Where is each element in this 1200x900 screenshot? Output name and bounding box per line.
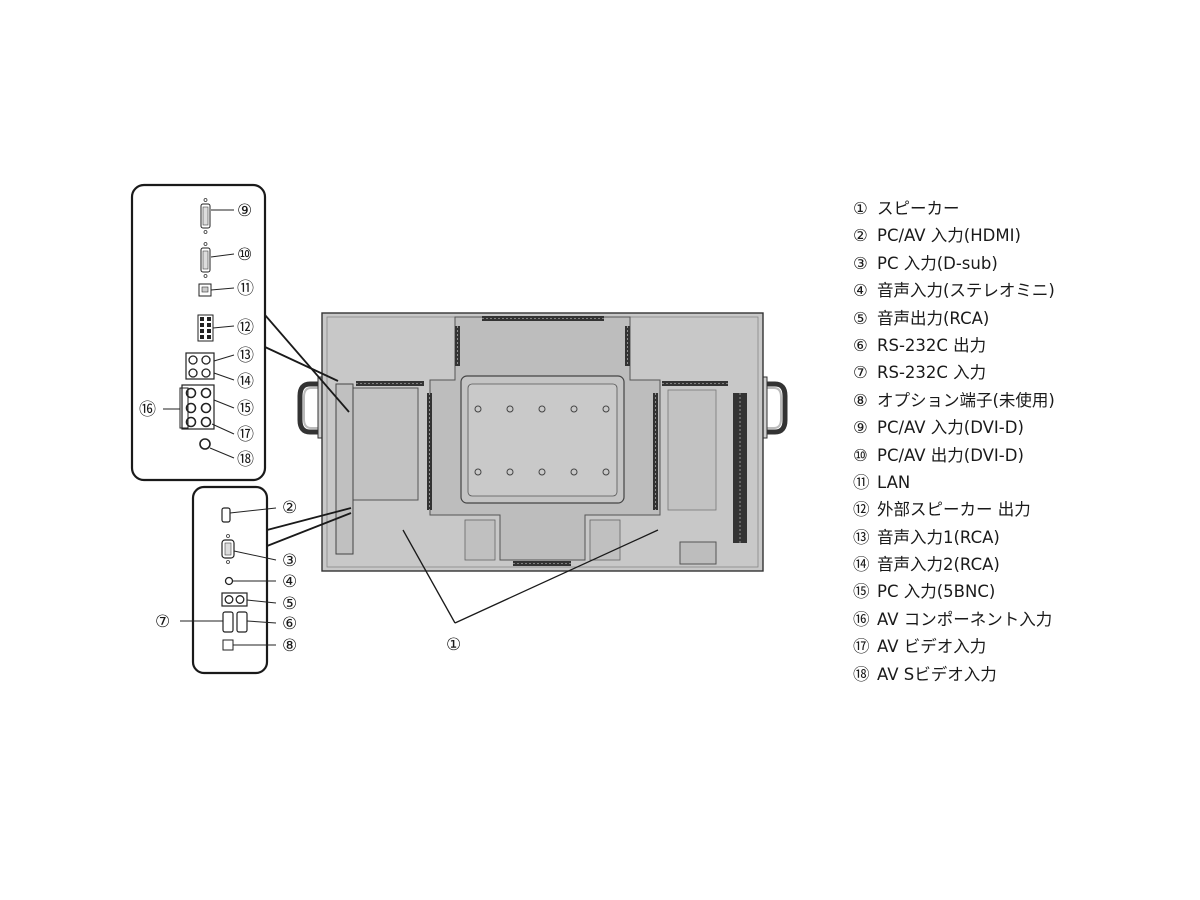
legend-label: AV コンポーネント入力 — [877, 609, 1053, 629]
marker-13: ⑬ — [237, 346, 254, 366]
legend-marker: ⑮ — [853, 582, 870, 602]
legend-label: RS-232C 入力 — [877, 363, 987, 383]
legend-marker: ④ — [853, 281, 868, 301]
marker-15: ⑮ — [237, 399, 254, 419]
legend-item: ④ 音声入力(ステレオミニ) — [853, 277, 1055, 304]
legend-marker: ⑭ — [853, 555, 870, 575]
lower-terminal-callout — [180, 485, 352, 675]
legend-item: ⑬ 音声入力1(RCA) — [853, 524, 1055, 551]
legend-marker: ⑰ — [853, 637, 870, 657]
legend-label: スピーカー — [877, 199, 960, 218]
legend-item: ⑪ LAN — [853, 469, 1055, 496]
legend-item: ① スピーカー — [853, 195, 1055, 222]
legend-label: PC 入力(5BNC) — [877, 582, 996, 602]
legend-marker: ② — [853, 226, 868, 246]
callout-numbers: ⑨ ⑩ ⑪ ⑫ ⑬ ⑭ ⑮ ⑯ ⑰ ⑱ ② ③ ④ ⑤ ⑥ ⑦ ⑧ ① — [139, 201, 461, 656]
legend-item: ⑩ PC/AV 出力(DVI-D) — [853, 442, 1055, 469]
marker-11: ⑪ — [237, 279, 254, 299]
legend-label: AV ビデオ入力 — [877, 637, 987, 657]
legend-label: PC/AV 入力(DVI-D) — [877, 418, 1024, 438]
marker-2: ② — [282, 498, 297, 518]
legend-label: オプション端子(未使用) — [877, 390, 1055, 410]
legend-label: AV Sビデオ入力 — [877, 664, 997, 684]
legend-item: ⑤ 音声出力(RCA) — [853, 305, 1055, 332]
marker-12: ⑫ — [237, 318, 254, 338]
legend-label: PC/AV 出力(DVI-D) — [877, 445, 1024, 465]
legend-label: LAN — [877, 472, 911, 492]
vesa-mount-holes — [474, 405, 610, 476]
marker-3: ③ — [282, 551, 297, 571]
legend-item: ⑧ オプション端子(未使用) — [853, 387, 1055, 414]
legend-label: PC/AV 入力(HDMI) — [877, 226, 1021, 246]
marker-17: ⑰ — [237, 425, 254, 445]
legend-item: ⑦ RS-232C 入力 — [853, 359, 1055, 386]
legend-item: ⑥ RS-232C 出力 — [853, 332, 1055, 359]
legend-item: ⑱ AV Sビデオ入力 — [853, 661, 1055, 688]
legend-marker: ⑦ — [853, 363, 868, 383]
marker-10: ⑩ — [237, 245, 252, 265]
marker-1: ① — [446, 635, 461, 655]
legend-marker: ⑤ — [853, 308, 868, 328]
marker-14: ⑭ — [237, 372, 254, 392]
terminal-legend: ① スピーカー ② PC/AV 入力(HDMI) ③ PC 入力(D-sub) ④ 音声… — [853, 195, 1055, 688]
legend-label: RS-232C 出力 — [877, 335, 987, 355]
speaker-leader-lines — [402, 529, 659, 624]
legend-marker: ⑧ — [853, 390, 868, 410]
legend-item: ⑰ AV ビデオ入力 — [853, 633, 1055, 660]
monitor-rear-panel — [297, 312, 788, 572]
legend-item: ⑫ 外部スピーカー 出力 — [853, 496, 1055, 523]
ventilation-slots — [356, 316, 747, 566]
marker-7: ⑦ — [155, 612, 170, 632]
left-handle — [297, 381, 326, 435]
legend-marker: ⑪ — [853, 472, 870, 492]
legend-marker: ① — [853, 199, 868, 218]
marker-8: ⑧ — [282, 636, 297, 656]
legend-item: ⑮ PC 入力(5BNC) — [853, 578, 1055, 605]
legend-item: ② PC/AV 入力(HDMI) — [853, 222, 1055, 249]
legend-item: ③ PC 入力(D-sub) — [853, 250, 1055, 277]
marker-16: ⑯ — [139, 400, 156, 420]
legend-marker: ⑱ — [853, 664, 870, 684]
upper-terminal-callout — [130, 183, 350, 482]
legend-marker: ⑯ — [853, 609, 870, 629]
legend-label: 音声入力1(RCA) — [877, 527, 1000, 547]
legend-item: ⑨ PC/AV 入力(DVI-D) — [853, 414, 1055, 441]
marker-4: ④ — [282, 572, 297, 592]
legend-label: 音声出力(RCA) — [877, 308, 990, 328]
legend-marker: ⑨ — [853, 418, 868, 438]
legend-marker: ⑩ — [853, 445, 868, 465]
right-handle — [760, 381, 788, 435]
legend-marker: ③ — [853, 253, 868, 273]
marker-6: ⑥ — [282, 614, 297, 634]
legend-label: 音声入力2(RCA) — [877, 555, 1000, 575]
legend-label: PC 入力(D-sub) — [877, 253, 998, 273]
marker-5: ⑤ — [282, 594, 297, 614]
legend-item: ⑯ AV コンポーネント入力 — [853, 606, 1055, 633]
legend-marker: ⑬ — [853, 527, 870, 547]
legend-label: 外部スピーカー 出力 — [877, 500, 1031, 520]
marker-18: ⑱ — [237, 450, 254, 470]
marker-9: ⑨ — [237, 201, 252, 221]
legend-label: 音声入力(ステレオミニ) — [877, 281, 1055, 301]
legend-item: ⑭ 音声入力2(RCA) — [853, 551, 1055, 578]
legend-marker: ⑥ — [853, 335, 868, 355]
legend-marker: ⑫ — [853, 500, 870, 520]
